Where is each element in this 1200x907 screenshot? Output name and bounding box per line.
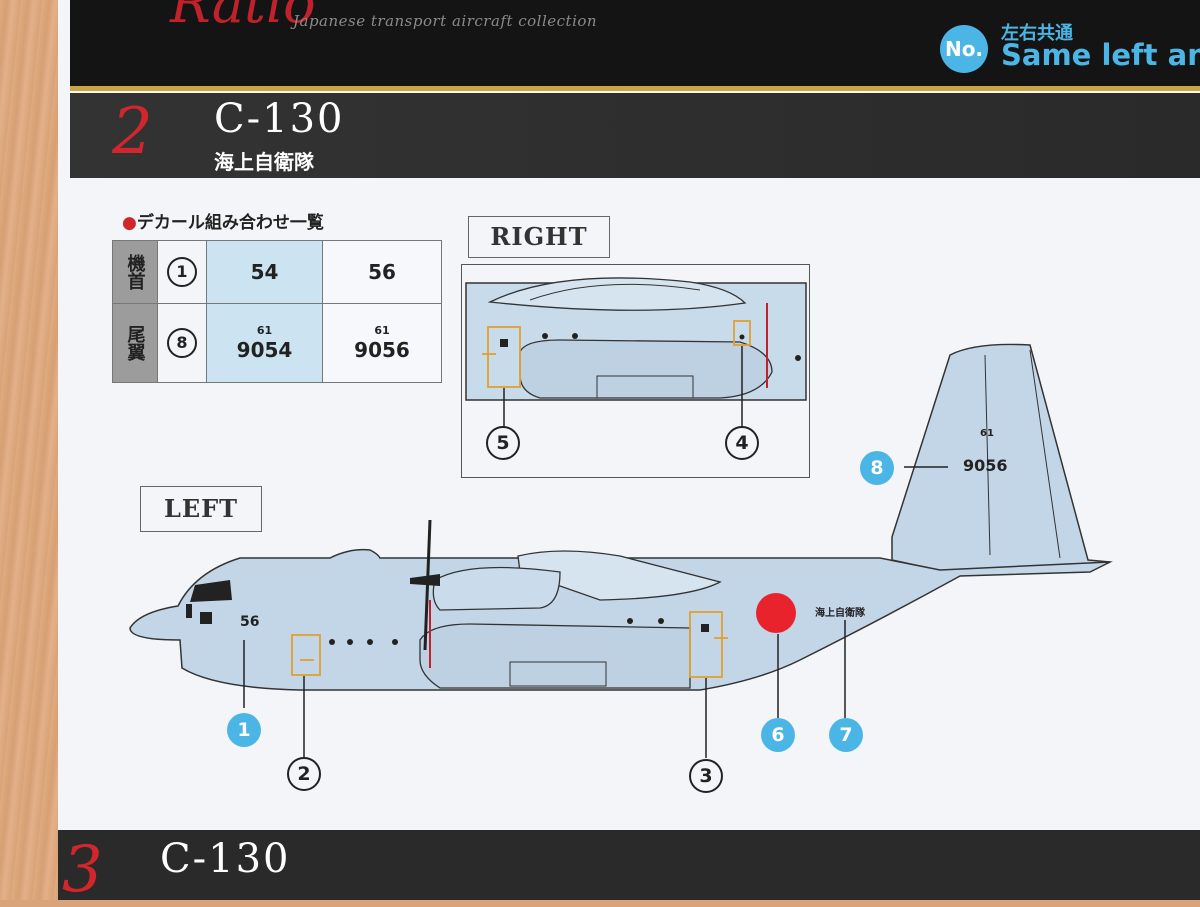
tail-small-a: 61 — [256, 324, 273, 337]
table-row: 機首 1 54 56 — [112, 240, 442, 304]
callout-3: 3 — [689, 759, 723, 793]
section-2-subtitle: 海上自衛隊 — [214, 150, 314, 174]
row-label-tail: 尾翼 — [112, 303, 158, 383]
right-view-inset — [461, 264, 810, 478]
header-band — [70, 0, 1200, 90]
brand-logo: Ratio — [170, 0, 316, 35]
left-view-label: LEFT — [140, 486, 262, 532]
callout-6: 6 — [761, 718, 795, 752]
tail-option-a: 9054 — [236, 338, 293, 362]
nose-option-b: 56 — [368, 260, 396, 284]
section-3-band — [58, 830, 1200, 900]
nose-option-a: 54 — [250, 260, 279, 284]
tail-small-text: 61 — [980, 428, 994, 439]
section-2-title: C-130 — [214, 96, 345, 142]
right-view-label: RIGHT — [468, 216, 610, 258]
tail-option-b: 9056 — [354, 338, 410, 362]
decal-list-title: ●デカール組み合わせ一覧 — [122, 213, 324, 233]
section-2-number: 2 — [112, 95, 153, 169]
decal-circle-8: 8 — [167, 328, 197, 358]
section-3-title: C-130 — [160, 836, 291, 882]
header-gold-rule — [70, 86, 1200, 91]
section-2-band — [70, 93, 1200, 178]
callout-8: 8 — [860, 451, 894, 485]
same-left-right-en: Same left and — [1001, 38, 1200, 72]
tail-small-b: 61 — [374, 324, 390, 337]
row-label-nose: 機首 — [112, 240, 158, 304]
section-3-number: 3 — [62, 833, 103, 907]
collection-subtitle: Japanese transport aircraft collection — [293, 12, 598, 30]
fuselage-text: 海上自衛隊 — [815, 608, 865, 619]
same-left-right-jp: 左右共通 — [1001, 23, 1073, 44]
number-badge: No. — [940, 25, 988, 73]
callout-2: 2 — [287, 757, 321, 791]
callout-7: 7 — [829, 718, 863, 752]
callout-1: 1 — [227, 713, 261, 747]
right-inset-fuselage — [465, 277, 807, 428]
tail-number-text: 9056 — [963, 456, 1008, 475]
callout-4: 4 — [725, 426, 759, 460]
nose-number-text: 56 — [240, 614, 260, 630]
decal-circle-1: 1 — [167, 257, 197, 287]
left-view-aircraft — [129, 343, 1113, 758]
hinomaru-roundel — [756, 593, 796, 633]
callout-5: 5 — [486, 426, 520, 460]
